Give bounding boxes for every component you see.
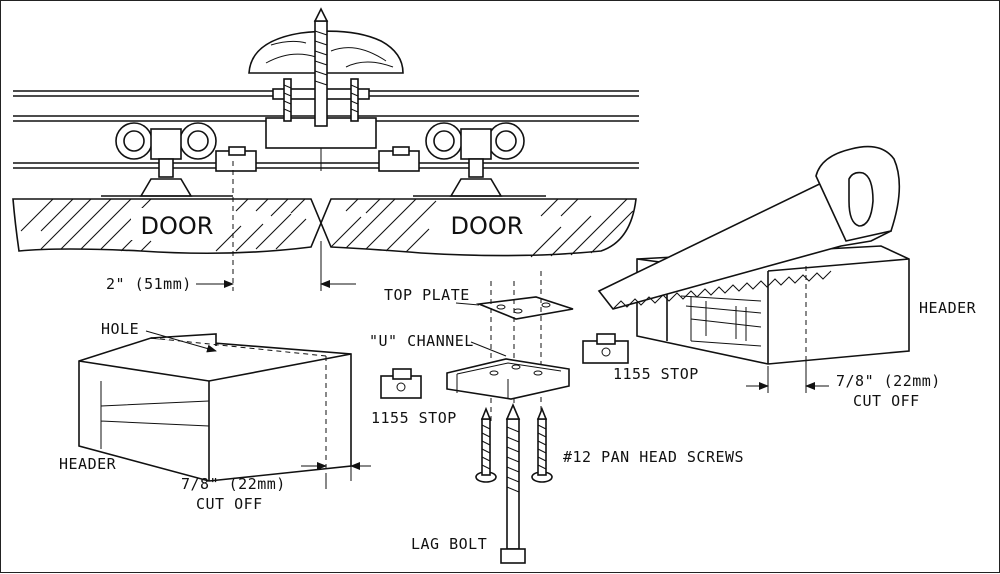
stop-right-label: 1155 STOP: [613, 365, 699, 383]
door-left-label: DOOR: [141, 212, 214, 240]
lag-bolt: [500, 402, 526, 564]
cutoff-left-text: CUT OFF: [196, 495, 263, 513]
stop-left-label: 1155 STOP: [371, 409, 457, 427]
cutoff-right-dim: 7/8" (22mm): [836, 372, 941, 390]
left-header: HOLE HEADER 7/8" (22mm) CUT OFF: [59, 320, 371, 513]
door-right-label: DOOR: [451, 212, 524, 240]
header-right-label: HEADER: [919, 299, 977, 317]
top-plate-label: TOP PLATE: [384, 286, 470, 304]
exploded-parts: TOP PLATE "U" CHANNEL #12 PAN HEAD SCREW…: [369, 271, 744, 564]
top-plate: [475, 296, 574, 320]
right-header: HEADER 7/8" (22mm) CUT OFF: [597, 145, 977, 410]
pan-head-screws: [475, 406, 553, 483]
hole-label: HOLE: [101, 320, 139, 338]
cutoff-right-text: CUT OFF: [853, 392, 920, 410]
lag-bolt-label: LAG BOLT: [411, 535, 487, 553]
top-assembly: DOOR DOOR 2" (51mm): [12, 7, 639, 293]
u-channel-label: "U" CHANNEL: [369, 332, 474, 350]
stop-right-part: [582, 333, 629, 364]
stop-left-part: [380, 368, 422, 399]
gap-dimension-label: 2" (51mm): [106, 275, 192, 293]
cutoff-left-dim: 7/8" (22mm): [181, 475, 286, 493]
screws-label: #12 PAN HEAD SCREWS: [563, 448, 744, 466]
header-left-label: HEADER: [59, 455, 117, 473]
